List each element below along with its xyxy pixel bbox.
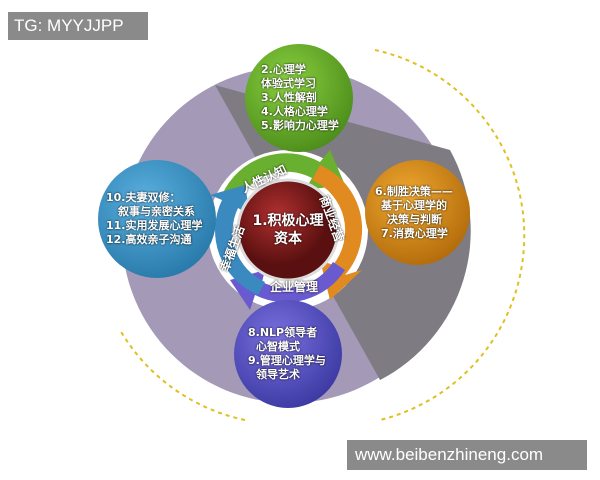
arrow-top-green bbox=[222, 150, 345, 205]
bubble-left: 10.夫妻双修： 叙事与亲密关系 11.实用发展心理学 12.高效亲子沟通 bbox=[98, 160, 216, 278]
bubble-right: 6.制胜决策—— 基于心理学的 决策与判断 7.消费心理学 bbox=[365, 160, 470, 265]
arrow-bottom-purple bbox=[230, 262, 345, 310]
bubble-line: 5.影响力心理学 bbox=[261, 119, 339, 132]
bubble-line: 12.高效亲子沟通 bbox=[106, 233, 192, 246]
watermark-top-left: TG: MYYJJPP bbox=[8, 12, 148, 40]
bubble-line: 基于心理学的 bbox=[381, 198, 447, 212]
bubble-line: 11.实用发展心理学 bbox=[106, 219, 203, 232]
center-line: 1.积极心理 bbox=[252, 213, 324, 229]
bubble-line: 心智模式 bbox=[256, 340, 300, 353]
bubble-line: 叙事与亲密关系 bbox=[118, 205, 195, 218]
bubble-line: 决策与判断 bbox=[387, 212, 442, 226]
watermark-url: www.beibenzhineng.com bbox=[347, 440, 587, 470]
bubble-line: 4.人格心理学 bbox=[261, 105, 328, 118]
orbit-dashed-arc bbox=[119, 49, 526, 421]
bubble-line: 6.制胜决策—— bbox=[375, 184, 453, 198]
bubble-line: 体验式学习 bbox=[261, 77, 316, 90]
bubble-line: 领导艺术 bbox=[256, 368, 300, 381]
bubble-line: 8.NLP领导者 bbox=[248, 326, 318, 339]
bubble-line: 10.夫妻双修： bbox=[106, 191, 181, 204]
center-line: 资本 bbox=[274, 231, 302, 247]
bubble-top: 2.心理学 体验式学习 3.人性解剖 4.人格心理学 5.影响力心理学 bbox=[245, 44, 353, 152]
bubble-line: 9.管理心理学与 bbox=[248, 354, 326, 367]
ring-label-bottom: 企业管理 bbox=[270, 280, 319, 294]
bubble-bottom: 8.NLP领导者 心智模式 9.管理心理学与 领导艺术 bbox=[234, 300, 342, 408]
bubble-line: 7.消费心理学 bbox=[381, 226, 448, 240]
center-label: 1.积极心理 资本 bbox=[238, 195, 338, 265]
bubble-line: 3.人性解剖 bbox=[261, 91, 317, 104]
bubble-line: 2.心理学 bbox=[261, 63, 306, 76]
arrow-left-blue bbox=[210, 185, 265, 295]
center-circle bbox=[236, 178, 340, 282]
